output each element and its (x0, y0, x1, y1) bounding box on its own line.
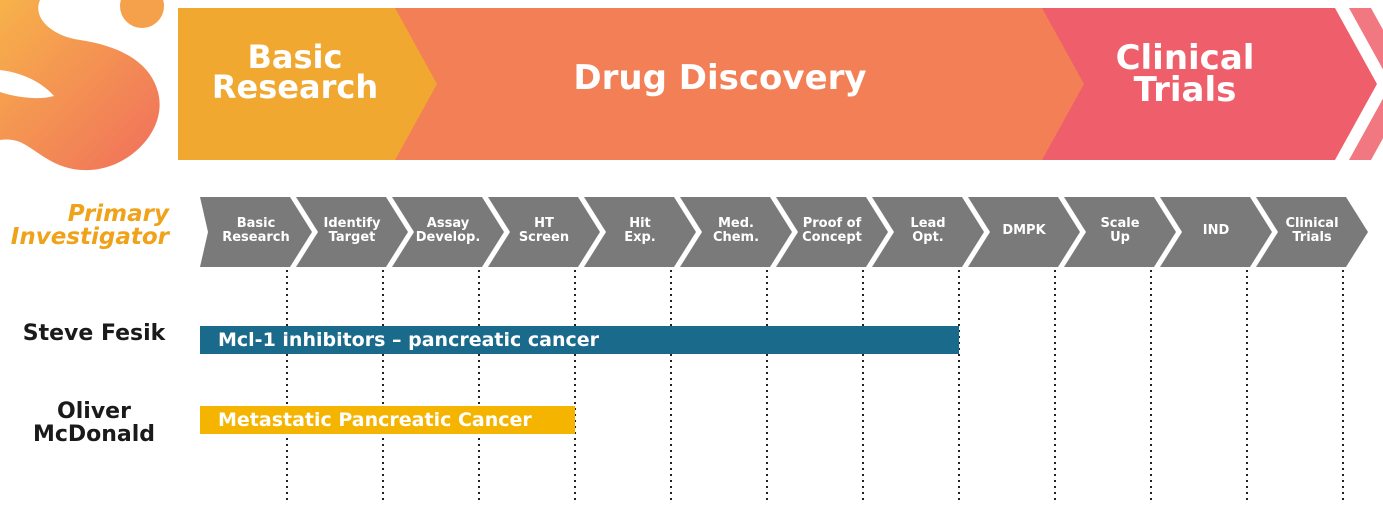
project-bar: Mcl-1 inhibitors – pancreatic cancer (200, 326, 959, 354)
phase-arrow-2 (1349, 8, 1383, 160)
primary-investigator-header: Primary Investigator (10, 201, 169, 250)
step-chevron-5 (680, 197, 792, 267)
step-label-6: Proof of Concept (802, 216, 862, 245)
step-chevron-7 (872, 197, 984, 267)
step-label-2: Assay Develop. (415, 216, 481, 245)
milestone-guides (286, 270, 1344, 502)
phase-label-2: Clinical Trials (1115, 38, 1255, 111)
investigator-name: Steve Fesik (22, 321, 166, 346)
phase-chevron-0 (178, 8, 442, 160)
step-chevrons (200, 197, 1368, 267)
step-label-5: Med. Chem. (712, 216, 760, 245)
step-label-1: Identify Target (323, 216, 381, 245)
step-chevron-0 (200, 197, 312, 267)
step-chevron-4 (584, 197, 696, 267)
phase-chevron-2 (1042, 8, 1377, 160)
logo-mark (0, 0, 164, 171)
step-chevron-3 (488, 197, 600, 267)
step-label-4: Hit Exp. (624, 216, 656, 245)
step-label-0: Basic Research (222, 216, 290, 245)
step-chevron-6 (776, 197, 888, 267)
step-label-7: Lead Opt. (910, 216, 946, 245)
step-label-3: HT Screen (518, 216, 570, 245)
step-chevron-9 (1064, 197, 1176, 267)
step-chevron-11 (1256, 197, 1368, 267)
step-chevron-8 (968, 197, 1080, 267)
phase-label-1: Drug Discovery (573, 58, 867, 98)
phase-chevron-1 (395, 8, 1090, 160)
step-label-10: IND (1202, 223, 1230, 238)
investigator-name: Oliver McDonald (32, 399, 156, 448)
step-chevron-2 (392, 197, 504, 267)
project-bar: Metastatic Pancreatic Cancer (200, 406, 575, 434)
step-label-11: Clinical Trials (1285, 216, 1339, 245)
step-label-8: DMPK (1002, 223, 1046, 238)
step-label-9: Scale Up (1100, 216, 1140, 245)
step-chevron-10 (1160, 197, 1272, 267)
phase-chevrons (178, 8, 1383, 160)
step-chevron-1 (296, 197, 408, 267)
phase-label-0: Basic Research (211, 38, 379, 107)
